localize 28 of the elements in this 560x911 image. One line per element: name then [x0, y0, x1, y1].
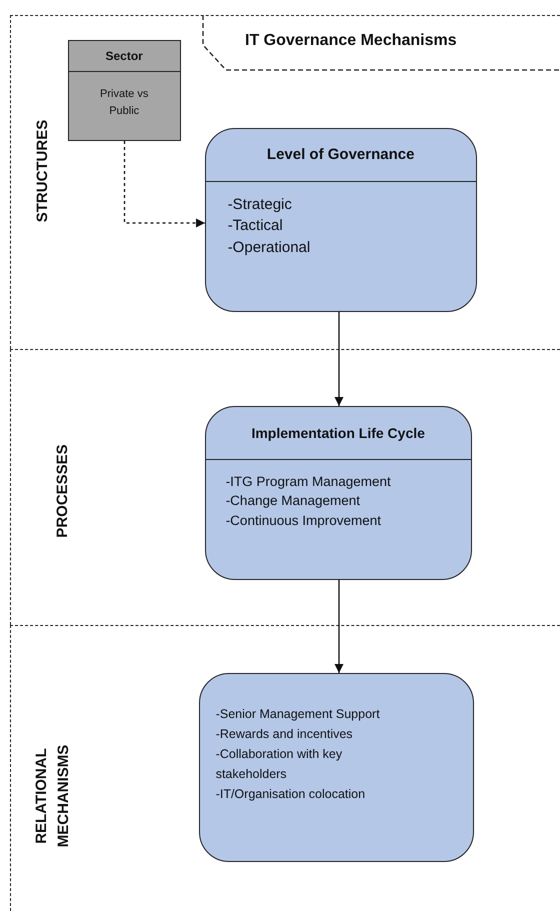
- list-item: -Operational: [228, 238, 312, 258]
- list-item: -Strategic: [228, 194, 293, 215]
- list-item: -Senior Management Support: [216, 706, 381, 723]
- lane-label: STRUCTURES: [32, 118, 52, 224]
- arrow: [124, 141, 205, 228]
- category-box: [68, 40, 181, 141]
- list-item: -Continuous Improvement: [226, 512, 382, 530]
- list-item: -Rewards and incentives: [216, 726, 354, 743]
- arrow: [334, 312, 344, 406]
- list-item: -IT/Organisation colocation: [216, 786, 366, 803]
- arrow: [334, 580, 344, 673]
- list-item: -Collaboration with key stakeholders: [216, 746, 344, 783]
- box-heading: Implementation Life Cycle: [206, 406, 471, 460]
- lane-label: RELATIONAL MECHANISMS: [32, 744, 73, 850]
- swimlane: [10, 349, 560, 625]
- list-item: -Tactical: [228, 216, 284, 236]
- swimlane: [10, 625, 560, 911]
- swimlane: [10, 15, 560, 349]
- list-item: -ITG Program Management: [226, 472, 392, 491]
- lane-label: PROCESSES: [52, 443, 72, 540]
- process-box: [204, 128, 477, 312]
- diagram-title: IT Governance Mechanisms: [245, 32, 457, 50]
- process-box: [204, 406, 472, 580]
- process-box: [198, 672, 474, 862]
- list-item: -Change Management: [226, 492, 362, 510]
- list-item: Private vs Public: [99, 86, 150, 120]
- box-heading: Level of Governance: [206, 128, 476, 182]
- box-heading: Sector: [68, 40, 180, 72]
